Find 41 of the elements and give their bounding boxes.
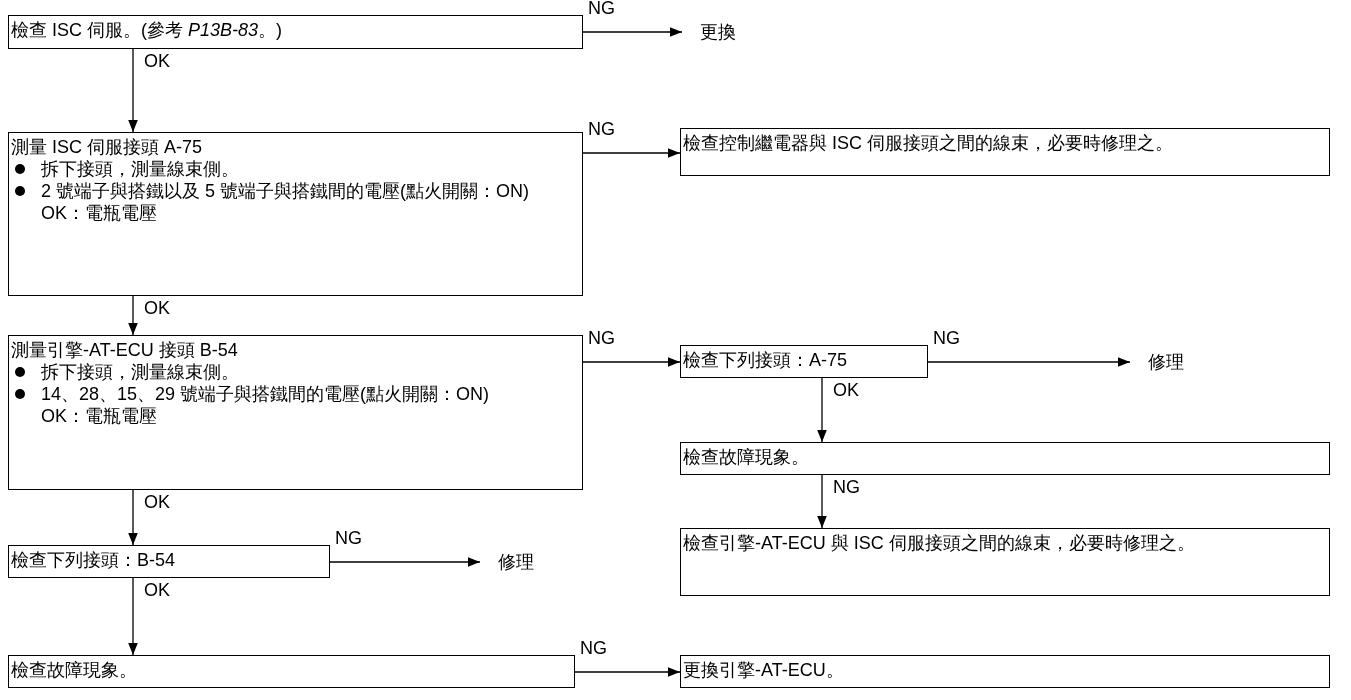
process-box [8, 15, 583, 49]
bullet-item: 拆下接頭，測量線束側。 [11, 158, 580, 180]
result-text: OK：電瓶電壓 [40, 405, 158, 427]
arrow [927, 357, 1131, 367]
arrow [128, 48, 138, 133]
bullet-item: 拆下接頭，測量線束側。 [11, 361, 580, 383]
arrow [128, 295, 138, 336]
step-title: 測量引擎-AT-ECU 接頭 B-54 [11, 339, 239, 361]
step-text: 檢查引擎-AT-ECU 與 ISC 伺服接頭之間的線束，必要時修理之。 [683, 532, 1196, 554]
arrow [128, 489, 138, 546]
action-text: 更換 [700, 21, 736, 43]
process-box [8, 132, 583, 296]
arrow [582, 148, 681, 158]
step-title: 測量 ISC 伺服接頭 A-75 [11, 136, 204, 158]
action-text: 修理 [498, 551, 534, 573]
step-text: 檢查故障現象。 [11, 659, 138, 681]
process-box [680, 655, 1330, 688]
arrow [817, 474, 827, 529]
step-text: 檢查下列接頭：A-75 [683, 349, 849, 371]
result-text: OK：電瓶電壓 [40, 202, 158, 224]
process-box [680, 528, 1330, 596]
process-box [8, 545, 330, 578]
bullet-item: 2 號端子與搭鐵以及 5 號端子與搭鐵間的電壓(點火開關：ON) [11, 180, 580, 202]
arrow [574, 667, 681, 677]
process-box [8, 655, 575, 688]
process-box [680, 442, 1330, 475]
step-text: 檢查下列接頭：B-54 [11, 549, 177, 571]
process-box [8, 335, 583, 490]
step-text: 檢查控制繼電器與 ISC 伺服接頭之間的線束，必要時修理之。 [683, 132, 1174, 154]
arrow [128, 577, 138, 656]
step-text: 更換引擎-AT-ECU。 [683, 659, 845, 681]
action-text: 修理 [1148, 351, 1184, 373]
step-text: 檢查故障現象。 [683, 446, 810, 468]
arrow [817, 377, 827, 443]
process-box [680, 128, 1330, 176]
arrow [582, 27, 683, 37]
arrow [329, 557, 481, 567]
bullet-item: 14、28、15、29 號端子與搭鐵間的電壓(點火開關：ON) [11, 383, 580, 405]
arrow [582, 357, 681, 367]
step-text: 檢查 ISC 伺服。(參考 P13B-83。) [11, 19, 284, 41]
process-box [680, 345, 928, 378]
